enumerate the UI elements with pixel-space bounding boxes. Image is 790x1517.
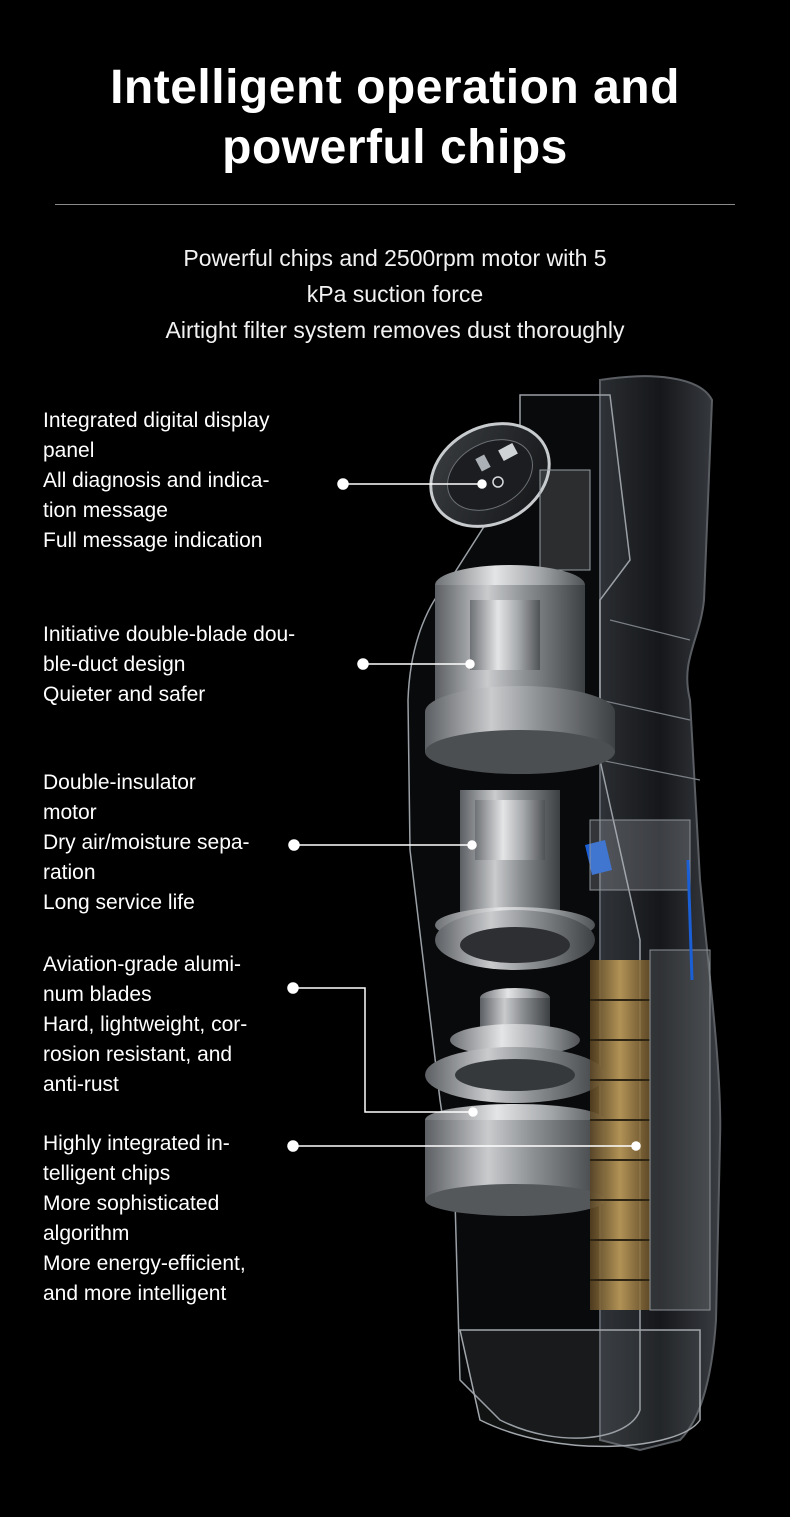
feature-display-panel: Integrated digital display panel All dia…: [43, 409, 270, 552]
display-panel-graphic: [429, 422, 551, 528]
title-line-1: Intelligent operation and: [110, 61, 680, 114]
feature-blades: Aviation-grade alumi- num blades Hard, l…: [43, 953, 248, 1096]
feature-chips: Highly integrated in- telligent chips Mo…: [43, 1132, 246, 1305]
callout-blades: [287, 982, 478, 1117]
subtitle-line-2: kPa suction force: [306, 281, 484, 307]
page-title: Intelligent operation and powerful chips: [0, 58, 790, 178]
subtitle-line-1: Powerful chips and 2500rpm motor with 5: [183, 245, 607, 271]
double-blade-duct-graphic: [425, 469, 615, 774]
base-graphic: [459, 1329, 701, 1448]
callout-chips: [287, 1140, 641, 1152]
chip-housing-graphic: [425, 1104, 605, 1216]
battery-cells-graphic: [590, 859, 711, 1311]
callout-display: [337, 478, 487, 490]
feature-double-blade: Initiative double-blade dou- ble-duct de…: [43, 623, 296, 706]
title-divider: [55, 204, 735, 205]
feature-motor: Double-insulator motor Dry air/moisture …: [43, 771, 250, 914]
title-line-2: powerful chips: [222, 121, 568, 174]
subtitle-line-3: Airtight filter system removes dust thor…: [165, 317, 625, 343]
motor-graphic: [435, 790, 691, 970]
aluminum-blades-graphic: [425, 988, 605, 1103]
callout-duct: [357, 658, 475, 670]
subtitle: Powerful chips and 2500rpm motor with 5 …: [0, 240, 790, 348]
callout-motor: [288, 839, 477, 851]
